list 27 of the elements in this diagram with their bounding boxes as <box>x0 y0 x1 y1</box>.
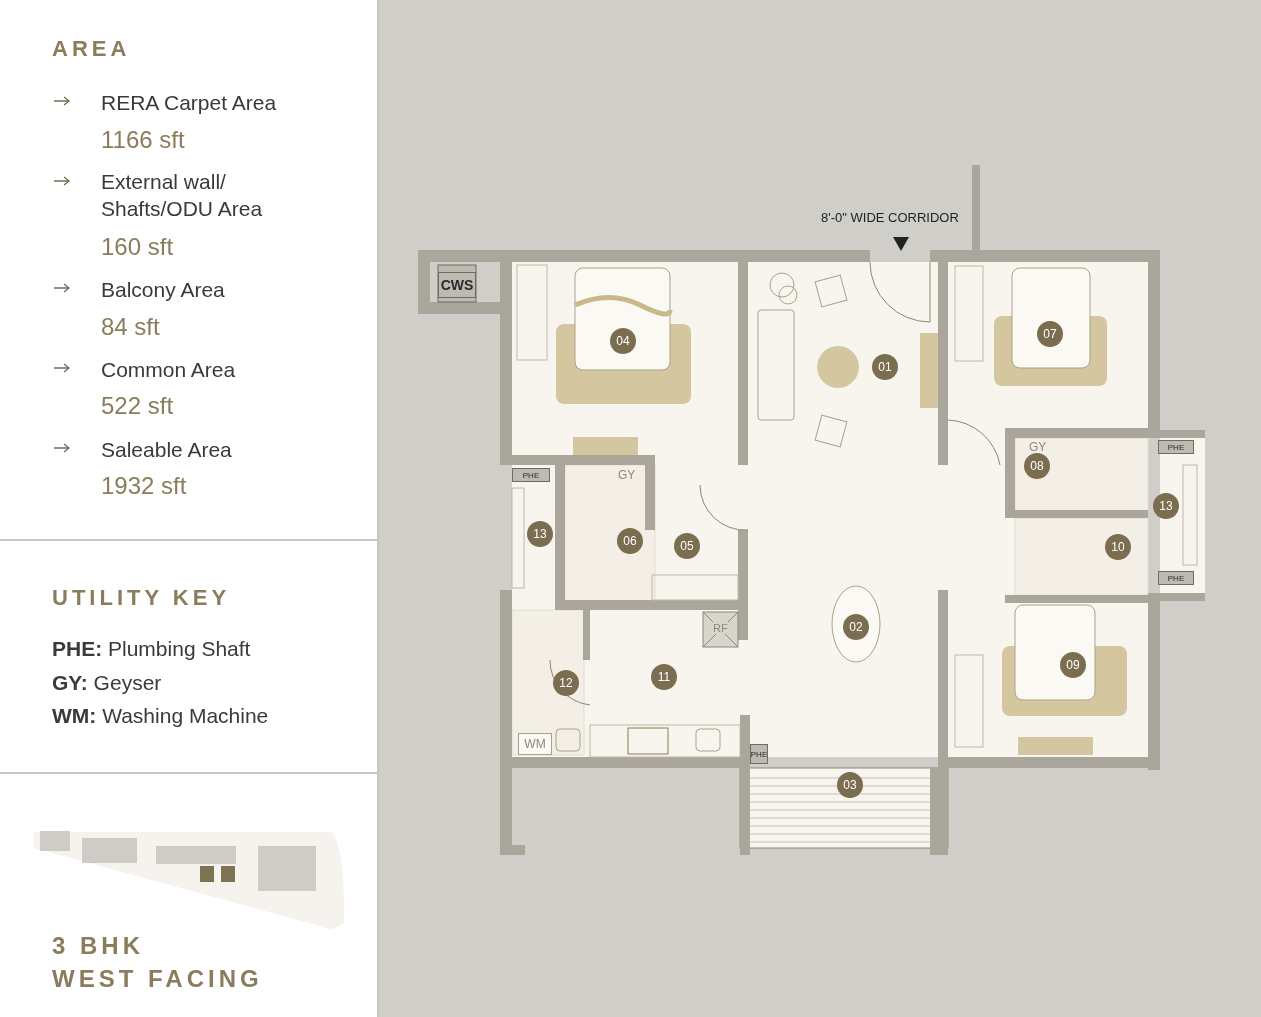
utility-key-entry: WM: Washing Machine <box>52 703 269 729</box>
section-heading: AREA <box>52 35 131 63</box>
area-name: Saleable Area <box>101 437 232 463</box>
corridor-label: 8'-0" WIDE CORRIDOR <box>821 210 959 227</box>
area-value: 522 sft <box>101 391 174 421</box>
area-name: Balcony Area <box>101 277 225 303</box>
utility-key-entry: GY: Geyser <box>52 670 162 696</box>
area-name: External wall/ Shafts/ODU Area <box>101 169 264 223</box>
area-value: 1932 sft <box>101 471 187 501</box>
fixture-label: GY <box>1029 440 1047 456</box>
shaft-box: CWS <box>438 272 476 298</box>
unit-type-heading: 3 BHK <box>52 931 144 961</box>
section-heading: UTILITY KEY <box>52 584 231 612</box>
washing-machine: WM <box>518 733 552 755</box>
area-value: 84 sft <box>101 312 160 342</box>
fixture-label: RF <box>711 622 730 635</box>
shaft-box: PHE <box>1158 440 1194 454</box>
unit-type-heading: WEST FACING <box>52 964 263 994</box>
fixture-label: GY <box>618 468 636 484</box>
shaft-box: PHE <box>1158 571 1194 585</box>
shaft-box: PHE <box>750 744 768 764</box>
shaft-box: PHE <box>512 468 550 482</box>
utility-key-entry: PHE: Plumbing Shaft <box>52 636 251 662</box>
area-value: 1166 sft <box>101 125 185 155</box>
area-name: Common Area <box>101 357 236 383</box>
area-value: 160 sft <box>101 232 174 262</box>
area-name: RERA Carpet Area <box>101 90 277 116</box>
